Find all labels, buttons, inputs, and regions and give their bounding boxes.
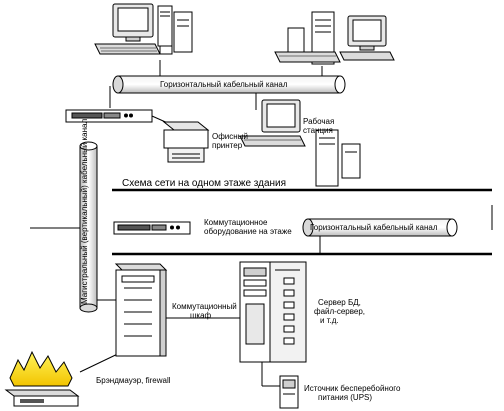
cabinet-label-line1: Коммутационный xyxy=(172,302,237,311)
patch-panel-top xyxy=(65,109,153,123)
workstation-label-line2: станция xyxy=(303,126,333,135)
horizontal-cable-label-mid: Горизонтальный кабельный канал xyxy=(310,223,438,232)
floor-switch-label-line2: оборудование на этаже xyxy=(204,227,292,236)
horizontal-cable-label-top: Горизонтальный кабельный канал xyxy=(160,80,288,89)
ups-label-line1: Источник бесперебойного xyxy=(304,384,401,393)
vertical-cable-label: Магистральный (вертикальный) кабельный к… xyxy=(80,118,89,304)
ups-device xyxy=(279,375,299,409)
horizontal-cable-duct-mid xyxy=(302,218,458,237)
ups-label-line2: питания (UPS) xyxy=(318,393,373,402)
workstation-top-left xyxy=(94,3,193,55)
server-label-line1: Сервер БД, xyxy=(318,298,361,307)
printer-label-line2: принтер xyxy=(212,141,243,150)
workstation-middle xyxy=(239,99,361,187)
firewall-label: Брэндмауэр, firewall xyxy=(96,376,171,385)
floor-switch xyxy=(113,221,191,235)
wiring-cabinet xyxy=(114,263,168,357)
database-server xyxy=(239,261,307,363)
horizontal-cable-duct-top xyxy=(112,75,346,94)
vertical-cable-duct xyxy=(79,141,98,313)
floor-switch-label-line1: Коммутационное xyxy=(204,218,268,227)
office-printer xyxy=(162,121,210,163)
server-label-line2: файл-сервер, xyxy=(314,307,366,316)
printer-label-line1: Офисный xyxy=(212,132,248,141)
server-label-line3: и т.д. xyxy=(320,316,339,325)
cabinet-label-line2: шкаф xyxy=(190,311,212,320)
workstation-top-right xyxy=(274,11,395,65)
diagram-title: Схема сети на одном этаже здания xyxy=(122,178,287,189)
workstation-label-line1: Рабочая xyxy=(303,117,335,126)
firewall-device xyxy=(4,350,80,407)
